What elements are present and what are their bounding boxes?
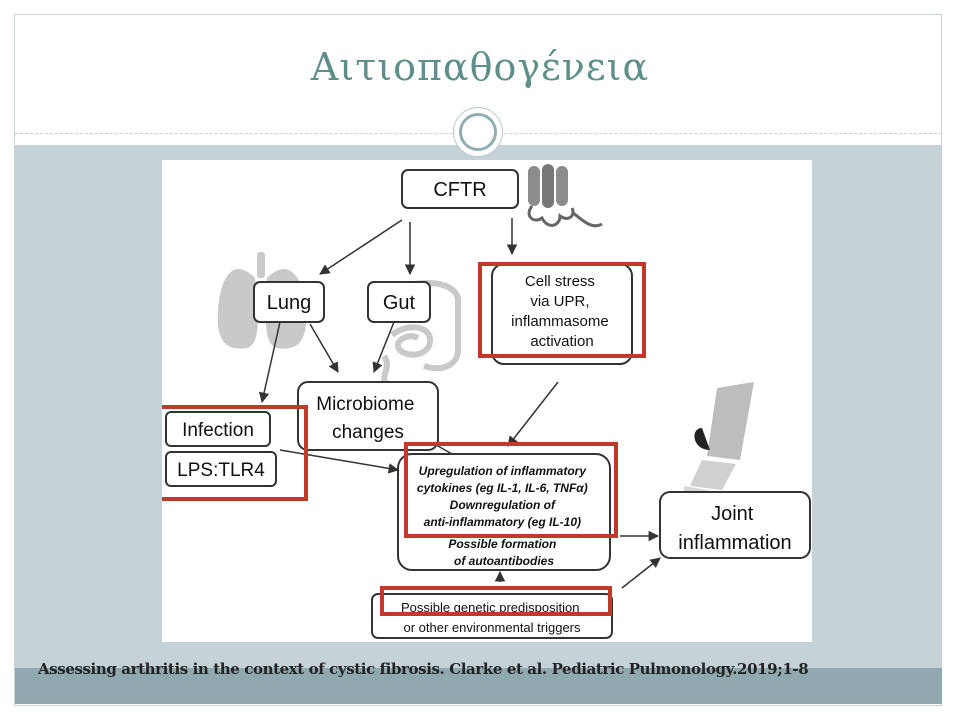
highlight-genetic xyxy=(380,586,612,616)
infection-label: Infection xyxy=(182,420,254,441)
cell-stress-label: Cell stress via UPR, inflammasome activa… xyxy=(511,273,613,350)
lps-box xyxy=(165,451,277,487)
lung-label: Lung xyxy=(267,292,312,314)
joint-box xyxy=(659,491,811,559)
infection-box xyxy=(165,411,271,447)
lung-box xyxy=(253,281,325,323)
highlight-cytokines xyxy=(404,442,618,538)
footer-band xyxy=(15,668,942,704)
gut-box xyxy=(367,281,431,323)
joint-label: Joint inflammation xyxy=(678,503,791,554)
cftr-box xyxy=(401,169,519,209)
pathogenesis-diagram: CFTR Lung Gut Cell stress via UPR, infla… xyxy=(140,164,811,639)
central-box xyxy=(397,453,611,571)
microbiome-box xyxy=(297,381,439,451)
cftr-protein-illustration xyxy=(527,164,603,228)
gut-label: Gut xyxy=(383,292,416,314)
citation-caption: Assessing arthritis in the context of cy… xyxy=(38,660,809,678)
divider-ornament-ring xyxy=(459,113,497,151)
genetic-label: Possible genetic predisposition or other… xyxy=(401,600,583,635)
microbiome-label: Microbiome changes xyxy=(316,394,419,443)
central-label: Upregulation of inflammatory cytokines (… xyxy=(417,464,591,568)
slide-title: Αιτιοπαθογένεια xyxy=(310,45,650,89)
diagram-panel: CFTR Lung Gut Cell stress via UPR, infla… xyxy=(140,160,812,642)
highlight-frames xyxy=(140,262,646,616)
lps-label: LPS:TLR4 xyxy=(177,460,265,481)
cftr-label: CFTR xyxy=(433,179,486,201)
highlight-cell-stress xyxy=(478,262,646,358)
